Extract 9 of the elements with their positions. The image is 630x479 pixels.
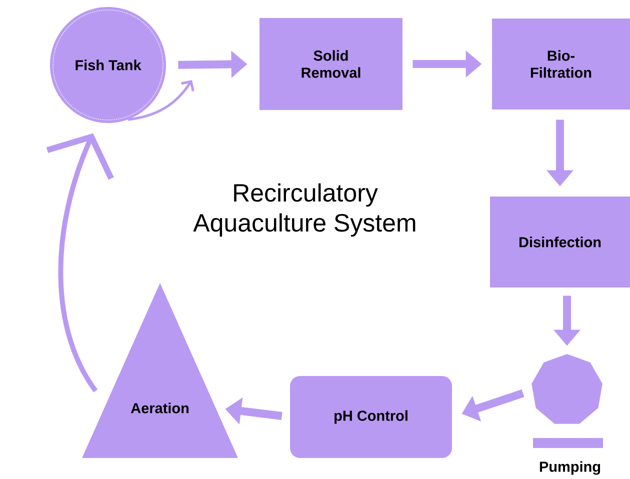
arrow xyxy=(46,133,114,392)
process-box: pH Control xyxy=(290,376,452,458)
aeration-triangle: Aeration xyxy=(82,283,238,458)
arrow xyxy=(128,80,194,121)
process-box: Disinfection xyxy=(490,196,630,288)
process-box: Bio-Filtration xyxy=(492,18,630,110)
pump-label: Pumping xyxy=(540,461,600,475)
title: Recirculatory Aquaculture System xyxy=(193,183,416,237)
process-box: Solid Removal xyxy=(260,18,402,110)
